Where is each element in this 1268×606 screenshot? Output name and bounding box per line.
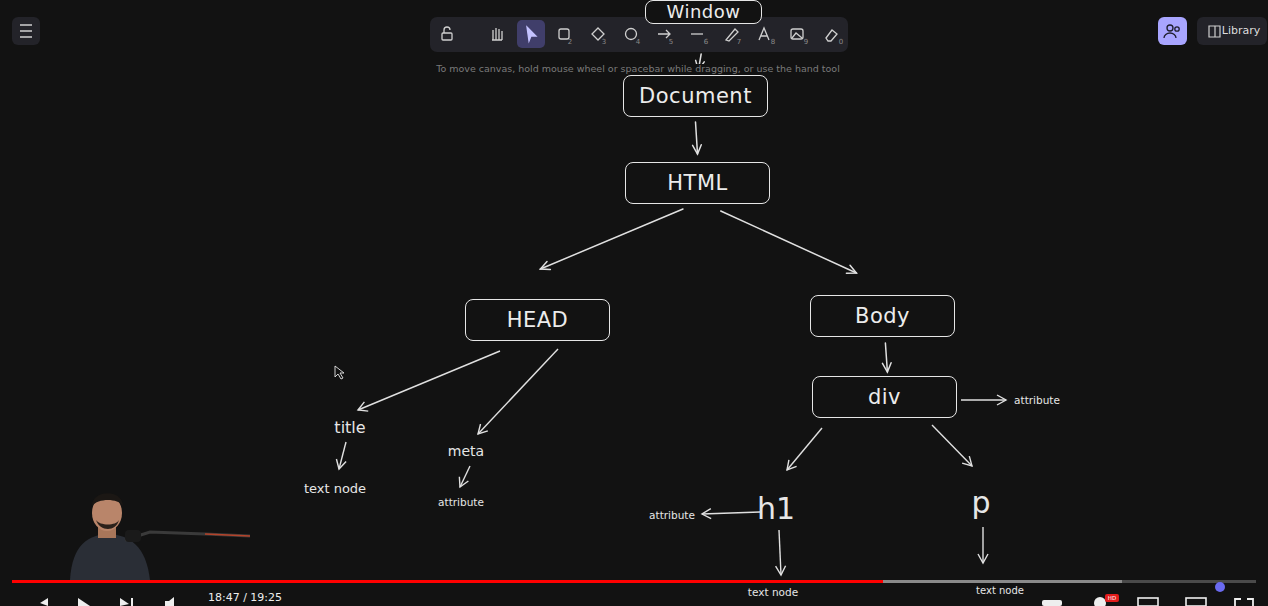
tree-connector [721,211,857,273]
shield-badge [1215,582,1225,592]
attribute-label: attribute [438,496,484,508]
node-label: div [868,386,901,409]
text-node-label: text node [304,482,366,497]
dom-node-box: HTML [625,162,770,204]
element-label: h1 [757,492,795,527]
node-label: HEAD [507,309,569,332]
presenter-webcam [70,493,250,580]
menu-icon [20,25,32,37]
dom-node-box: div [812,376,957,418]
arrow-head [540,261,550,269]
shortcut-number: 0 [839,38,843,46]
shortcut-number: 7 [737,38,741,46]
menu-button [12,17,40,45]
node-label: HTML [667,172,727,195]
attribute-label: attribute [1014,394,1060,406]
progress-played [12,580,883,583]
library-icon [1209,26,1220,37]
arrow-head [882,363,891,372]
element-label: meta [448,443,484,459]
node-label: Document [639,85,752,108]
shortcut-number: 3 [602,38,606,46]
toolbar-icons [442,20,837,48]
node-label: Window [667,2,741,22]
connector-part [696,122,698,154]
connector-part [540,209,683,269]
shortcut-number: 6 [704,38,708,46]
dom-node-box: Body [810,295,955,337]
collab-icon [1164,25,1179,38]
element-label: p [971,486,990,521]
collab-button [1158,17,1187,45]
element-label: title [334,419,365,437]
node-label: Body [855,305,910,328]
dom-node-box: Document [623,75,768,117]
tree-connector [540,209,683,270]
tree-connector [882,343,891,372]
shortcut-number: 8 [771,38,775,46]
shortcut-number: 5 [669,38,673,46]
progress-track [12,580,1256,583]
canvas-hint: To move canvas, hold mouse wheel or spac… [433,64,843,75]
hd-text: HD [1108,595,1116,601]
arrow-head [693,145,702,154]
toolbar [430,17,848,52]
shortcut-number: 2 [568,38,572,46]
attribute-label: attribute [649,509,695,521]
hd-badge [1105,594,1119,602]
video-time: 18:47 / 19:25 [208,592,282,605]
dom-node-box: Window [645,0,762,24]
shortcut-number: 4 [636,38,640,46]
dom-node-box: HEAD [465,299,610,341]
connector-part [721,211,857,273]
text-node-label: text node [745,586,801,598]
tree-arrows [339,349,1006,575]
progress-buffer [12,580,1122,583]
mouse-cursor [335,366,344,379]
text-node-label: text node [973,585,1027,597]
tree-connector [693,122,702,154]
library-button [1197,17,1267,45]
shortcut-number: 9 [804,38,808,46]
library-label: Library [1222,25,1260,38]
arrow-head [846,265,856,273]
